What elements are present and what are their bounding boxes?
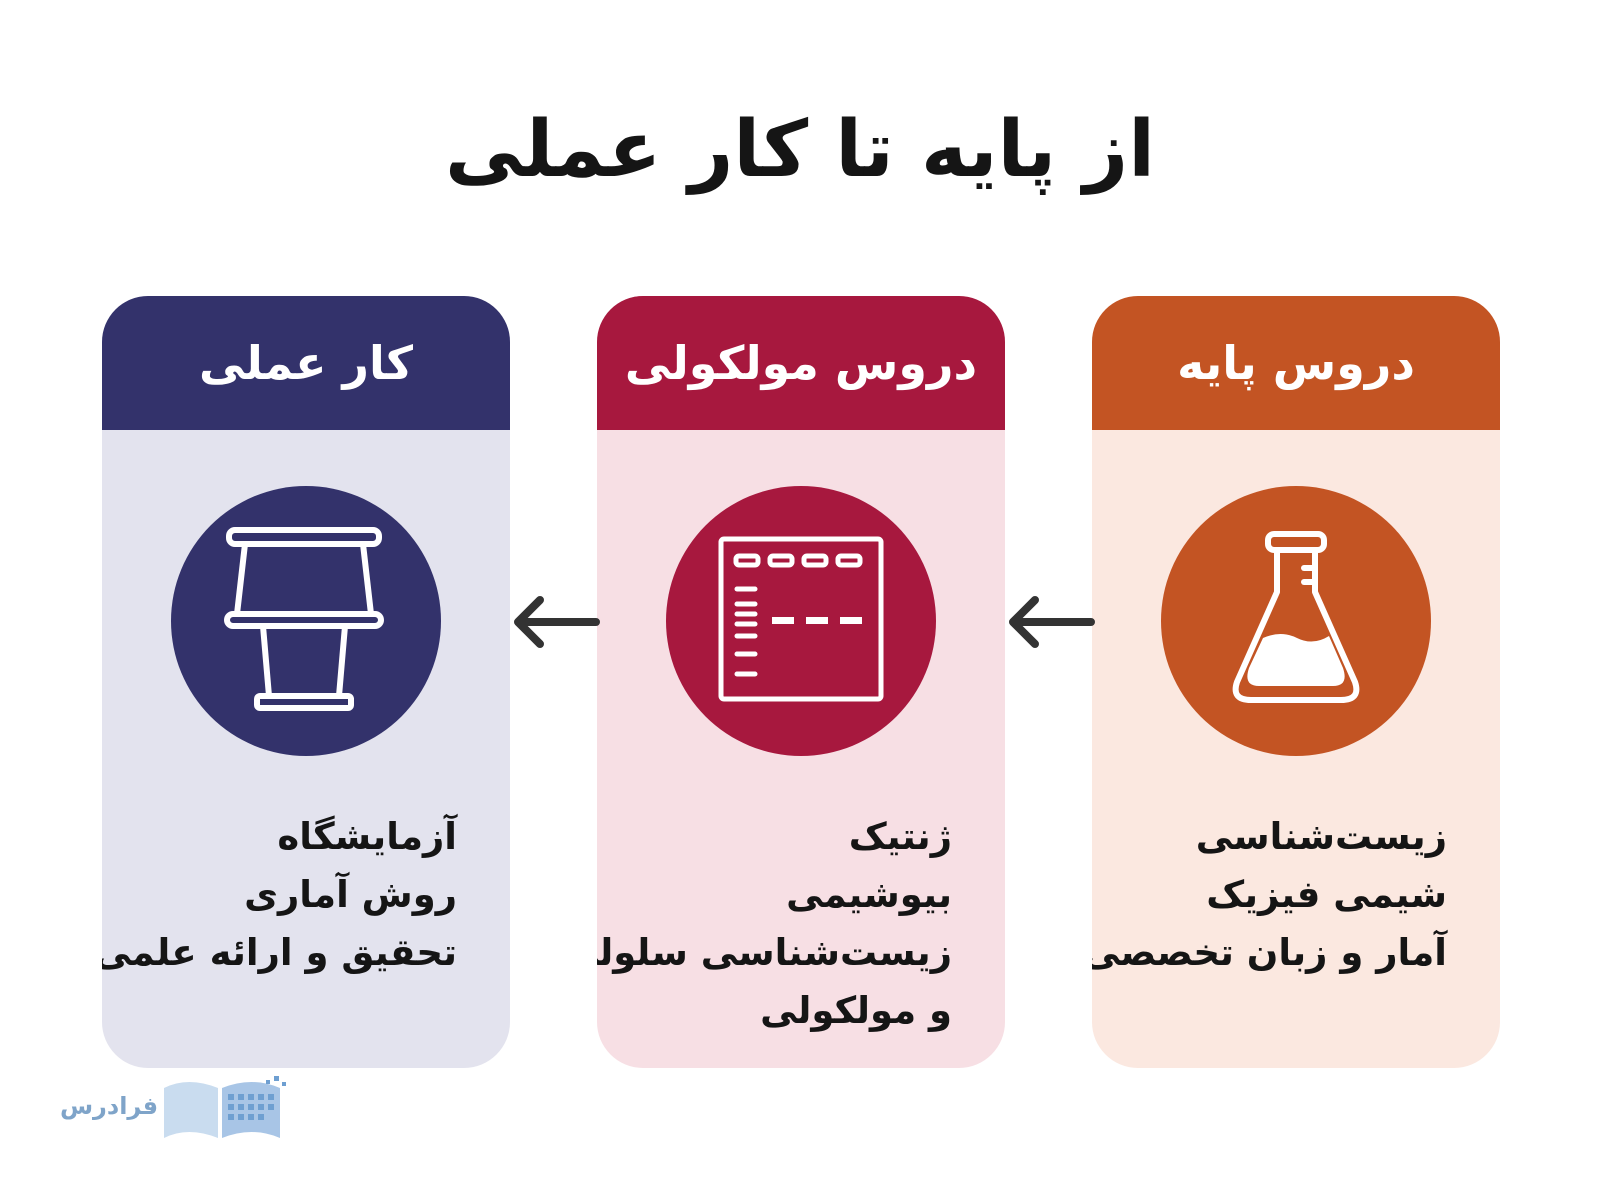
list-item: ژنتیک (848, 815, 952, 858)
gel-electrophoresis-icon (718, 536, 884, 702)
list-item: زیست‌شناسی سلولی (597, 931, 952, 974)
microscope-stage-icon (224, 527, 384, 711)
card-basic-courses: دروس پایه زیست‌شناسی شیمی فیزیک آمار و ز… (1092, 296, 1500, 1068)
list-item: تحقیق و ارائه علمی (102, 931, 457, 974)
list-item: آزمایشگاه (277, 815, 457, 858)
icon-circle (171, 486, 441, 756)
card-header: دروس پایه (1092, 296, 1500, 430)
flask-icon (1232, 531, 1360, 703)
card-molecular-courses: دروس مولکولی ژنتیک بی (597, 296, 1005, 1068)
open-book-icon (164, 1076, 286, 1138)
card-body: زیست‌شناسی شیمی فیزیک آمار و زبان تخصصی (1092, 430, 1500, 1068)
card-body: آزمایشگاه روش آماری تحقیق و ارائه علمی (102, 430, 510, 1068)
arrow-left-icon (1009, 596, 1095, 648)
icon-circle (1161, 486, 1431, 756)
logo-text: فرادرس (59, 1092, 159, 1120)
item-list: آزمایشگاه روش آماری تحقیق و ارائه علمی (102, 808, 457, 982)
list-item: آمار و زبان تخصصی (1092, 931, 1447, 974)
card-practical-work: کار عملی آزمایشگاه روش آماری تحقیق و ارا… (102, 296, 510, 1068)
list-item: زیست‌شناسی (1195, 815, 1447, 858)
page-title: از پایه تا کار عملی (445, 105, 1155, 195)
item-list: زیست‌شناسی شیمی فیزیک آمار و زبان تخصصی (1092, 808, 1447, 982)
card-header: کار عملی (102, 296, 510, 430)
card-body: ژنتیک بیوشیمی زیست‌شناسی سلولی و مولکولی (597, 430, 1005, 1068)
card-header: دروس مولکولی (597, 296, 1005, 430)
list-item: و مولکولی (760, 989, 952, 1032)
item-list: ژنتیک بیوشیمی زیست‌شناسی سلولی و مولکولی (597, 808, 952, 1040)
list-item: شیمی فیزیک (1206, 873, 1447, 916)
list-item: روش آماری (244, 873, 457, 916)
arrow-left-icon (514, 596, 600, 648)
icon-circle (666, 486, 936, 756)
list-item: بیوشیمی (786, 873, 952, 916)
